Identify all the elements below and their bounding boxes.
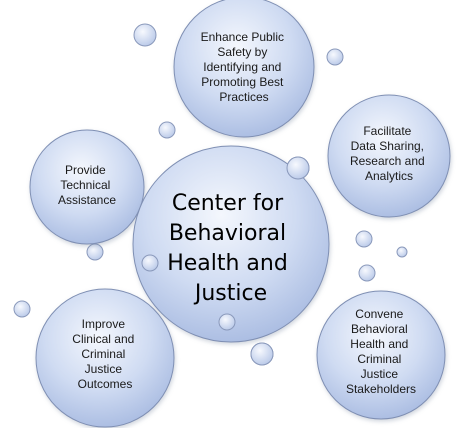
node-bubble: [316, 290, 446, 420]
node-line: Health and: [350, 337, 408, 351]
node-line: Behavioral: [351, 322, 408, 336]
center-line: Behavioral: [169, 221, 286, 246]
node-text: Convene Behavioral Health and Criminal J…: [346, 307, 416, 396]
decor-bubble: [86, 243, 104, 261]
node-line: Enhance Public: [201, 30, 284, 44]
node-line: Data Sharing,: [351, 139, 424, 153]
node-line: Research and: [350, 154, 425, 168]
node-convene-stakeholders: Convene Behavioral Health and Criminal J…: [316, 290, 446, 420]
center-line: Health and: [167, 251, 288, 276]
node-line: Convene: [355, 307, 403, 321]
decor-bubble: [358, 264, 376, 282]
node-bubble: [35, 288, 175, 428]
center-bubble: [132, 145, 330, 343]
node-line: Facilitate: [363, 124, 411, 138]
center-line: Justice: [193, 281, 267, 306]
node-bubble: [327, 94, 451, 218]
decor-bubble: [218, 313, 236, 331]
overlay-bubbles: [141, 156, 310, 366]
node-bubble: [173, 0, 315, 138]
decor-bubble: [13, 300, 31, 318]
decor-bubble: [286, 156, 310, 180]
node-line: Stakeholders: [346, 382, 416, 396]
node-text: Improve Clinical and Criminal Justice Ou…: [72, 317, 137, 391]
node-text: Facilitate Data Sharing, Research and An…: [350, 124, 428, 183]
node-line: Practices: [219, 90, 268, 104]
node-line: Justice: [85, 362, 123, 376]
node-line: Assistance: [58, 193, 116, 207]
node-line: Justice: [361, 367, 399, 381]
decor-bubble: [326, 48, 344, 66]
node-bubble: [29, 129, 145, 245]
decor-bubble: [133, 23, 157, 47]
node-line: Criminal: [81, 347, 125, 361]
center-line: Center for: [172, 191, 284, 216]
node-line: Analytics: [365, 169, 413, 183]
center-node: Center for Behavioral Health and Justice: [132, 145, 330, 343]
node-line: Promoting Best: [201, 75, 284, 89]
decor-bubble: [250, 342, 274, 366]
node-text: Enhance Public Safety by Identifying and…: [201, 30, 288, 104]
node-line: Technical: [60, 178, 110, 192]
node-line: Identifying and: [203, 60, 281, 74]
decor-bubble: [158, 121, 176, 139]
decor-bubble: [355, 230, 373, 248]
node-line: Safety by: [217, 45, 267, 59]
node-line: Improve: [82, 317, 126, 331]
node-improve-outcomes: Improve Clinical and Criminal Justice Ou…: [35, 288, 175, 428]
node-text: Provide Technical Assistance: [58, 163, 116, 207]
node-line: Provide: [65, 163, 106, 177]
node-line: Criminal: [357, 352, 401, 366]
node-enhance-public-safety: Enhance Public Safety by Identifying and…: [173, 0, 315, 138]
node-line: Clinical and: [72, 332, 134, 346]
node-provide-technical-assistance: Provide Technical Assistance: [29, 129, 145, 245]
center-title: Center for Behavioral Health and Justice: [167, 191, 295, 306]
node-facilitate-data-sharing: Facilitate Data Sharing, Research and An…: [327, 94, 451, 218]
decor-bubble: [396, 246, 408, 258]
node-line: Outcomes: [78, 377, 133, 391]
decor-bubble: [141, 254, 159, 272]
